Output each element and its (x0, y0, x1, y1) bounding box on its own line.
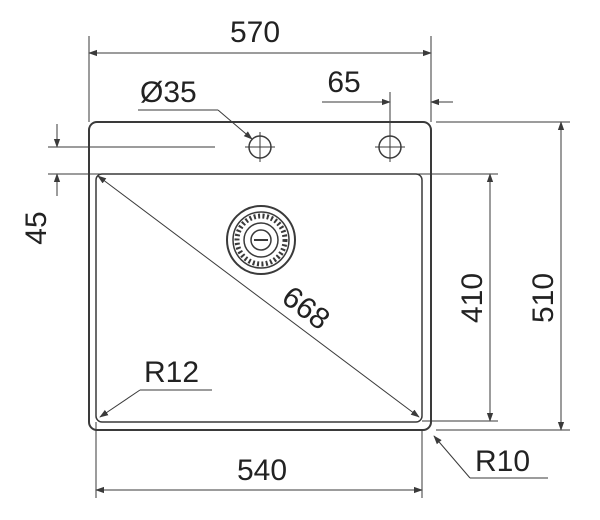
outer-radius-label: R10 (475, 445, 530, 478)
tap-hole-diameter-label: Ø35 (140, 76, 197, 109)
dimension-tap-hole-offset: 65 (322, 66, 453, 122)
dimension-outer-radius: R10 (433, 435, 548, 479)
dimension-tap-hole-diameter: Ø35 (138, 76, 253, 140)
outer-rim (88, 121, 432, 431)
diagonal-label: 668 (276, 280, 336, 336)
dimension-bowl-depth: 410 (422, 173, 498, 422)
overall-depth-label: 510 (527, 273, 560, 323)
tap-hole-left (245, 132, 275, 162)
dimension-overall-width: 570 (88, 16, 432, 122)
inner-radius-label: R12 (144, 356, 199, 389)
dimension-rim-depth: 45 (20, 124, 215, 245)
dimension-overall-depth: 510 (436, 121, 570, 431)
drain-strainer (226, 205, 296, 275)
bowl-width-label: 540 (237, 454, 287, 487)
dimension-bowl-width: 540 (95, 422, 423, 498)
dimension-inner-radius: R12 (99, 356, 212, 418)
rim-depth-label: 45 (20, 211, 53, 244)
overall-width-label: 570 (230, 16, 280, 49)
bowl-depth-label: 410 (456, 273, 489, 323)
sink-outline (88, 121, 432, 431)
tap-hole-offset-label: 65 (327, 66, 360, 99)
